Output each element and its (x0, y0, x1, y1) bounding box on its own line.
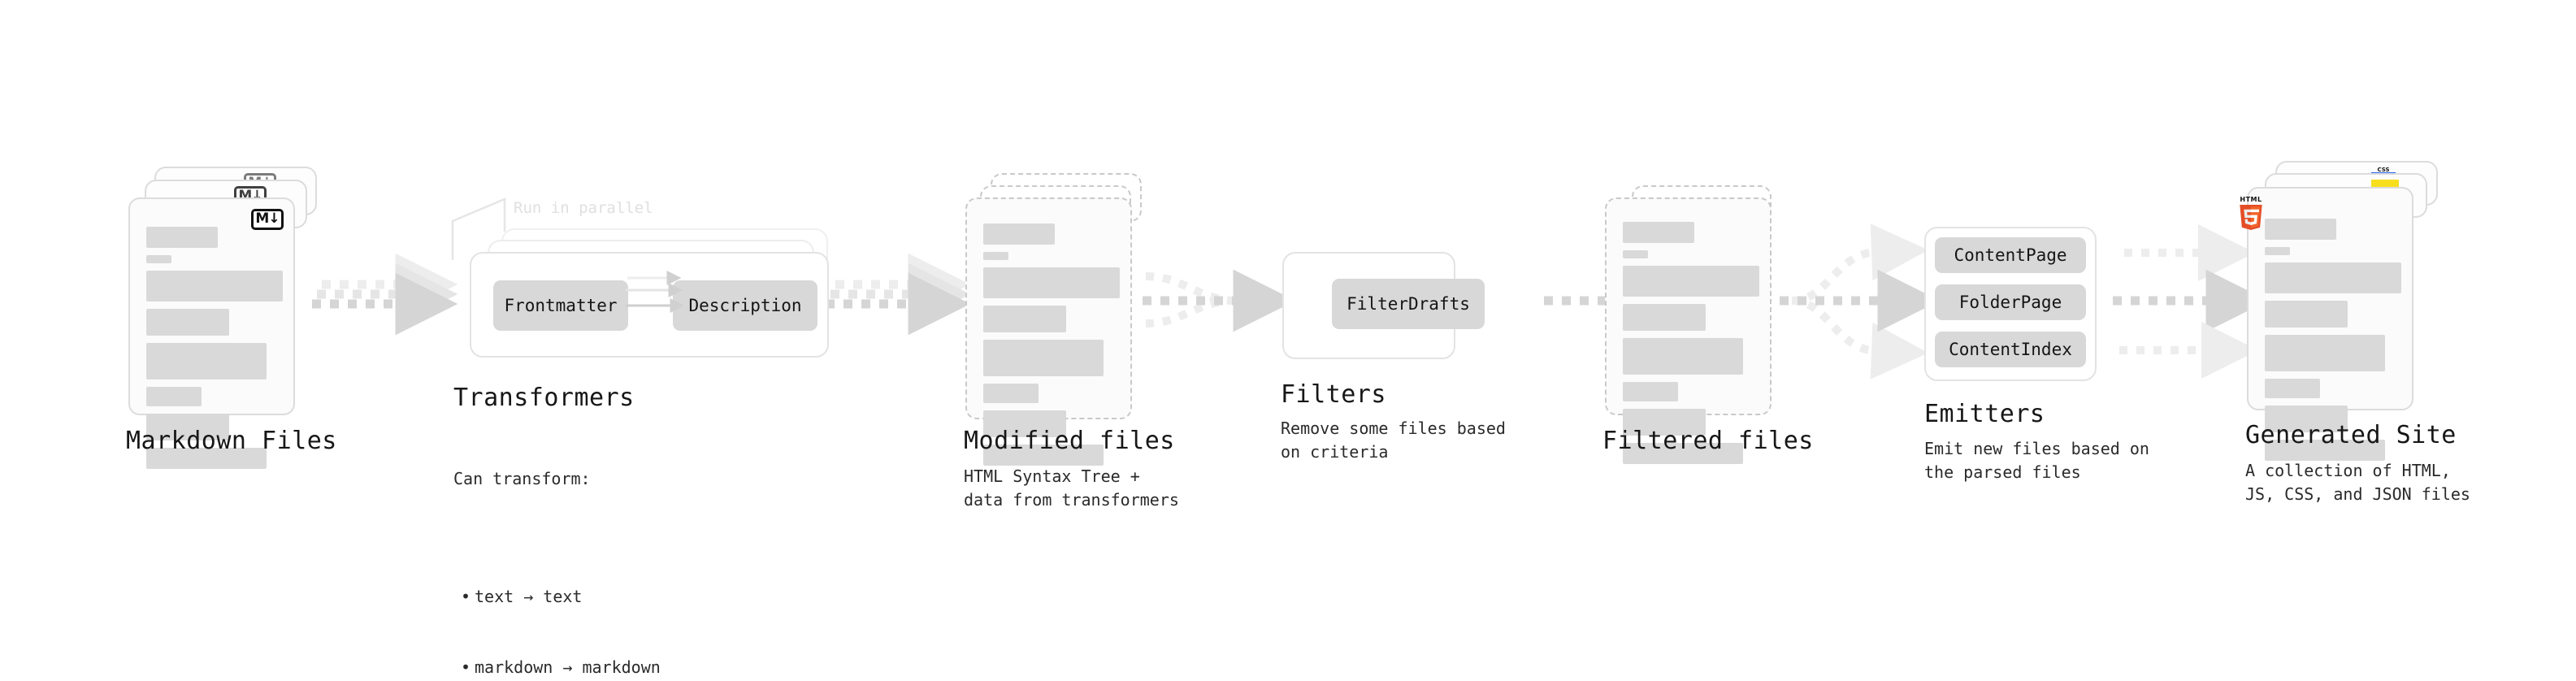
emitter-chip-contentpage[interactable]: ContentPage (1935, 237, 2086, 273)
desc-filters: Remove some files based on criteria (1281, 419, 1506, 462)
transformer-inner-arrows (626, 271, 683, 313)
desc-transformers: Can transform: text → text markdown → ma… (453, 420, 661, 681)
desc-emitters: Emit new files based on the parsed files (1924, 439, 2149, 482)
transformer-chip-description[interactable]: Description (673, 280, 817, 331)
desc-transformers-bullets: text → text markdown → markdown html → h… (453, 538, 661, 681)
label-filters: Filters (1281, 380, 1386, 409)
connector-markdown-to-transformers (312, 253, 458, 336)
label-transformers: Transformers (453, 384, 635, 412)
emitter-chip-folderpage[interactable]: FolderPage (1935, 284, 2086, 320)
transformer-chip-frontmatter[interactable]: Frontmatter (493, 280, 628, 331)
connector-emitters-to-site (2113, 224, 2269, 379)
stage-generated-site: CSS HTML (0, 0, 2438, 461)
modified-file-card-front (965, 197, 1132, 466)
html5-shield-glyph (2240, 205, 2262, 230)
desc-modified-files: HTML Syntax Tree + data from transformer… (964, 466, 1179, 510)
modified-file-lines (983, 223, 1120, 473)
generated-file-lines (2265, 219, 2401, 468)
markdown-file-lines (146, 227, 283, 476)
label-emitters: Emitters (1924, 400, 2045, 428)
markdown-file-card-front: M↓ (128, 197, 295, 469)
label-generated-site: Generated Site (2245, 421, 2457, 449)
desc-generated-site: A collection of HTML, JS, CSS, and JSON … (2245, 461, 2470, 504)
label-run-in-parallel: Run in parallel (514, 199, 653, 217)
label-modified-files: Modified files (964, 427, 1175, 455)
html5-icon: HTML (2237, 196, 2265, 230)
emitter-chip-contentindex[interactable]: ContentIndex (1935, 332, 2086, 367)
filtered-file-lines (1623, 222, 1759, 471)
markdown-icon-label: M↓ (255, 210, 280, 227)
css-icon-label: CSS (2377, 167, 2390, 173)
connector-modified-to-filters (1143, 269, 1296, 332)
filter-chip-filterdrafts[interactable]: FilterDrafts (1332, 279, 1485, 329)
filtered-file-card-front (1605, 197, 1772, 464)
label-filtered-files: Filtered files (1602, 427, 1814, 455)
markdown-icon: M↓ (251, 209, 284, 230)
transform-rule-text: text → text (453, 585, 661, 609)
label-markdown-files: Markdown Files (126, 427, 337, 455)
desc-transformers-head: Can transform: (453, 469, 591, 488)
generated-file-card-html: HTML (2240, 187, 2413, 461)
html5-icon-label: HTML (2240, 196, 2262, 203)
transform-rule-markdown: markdown → markdown (453, 656, 661, 679)
connector-transformers-to-modified (826, 253, 971, 336)
connector-filtered-to-emitters (1780, 223, 1941, 380)
